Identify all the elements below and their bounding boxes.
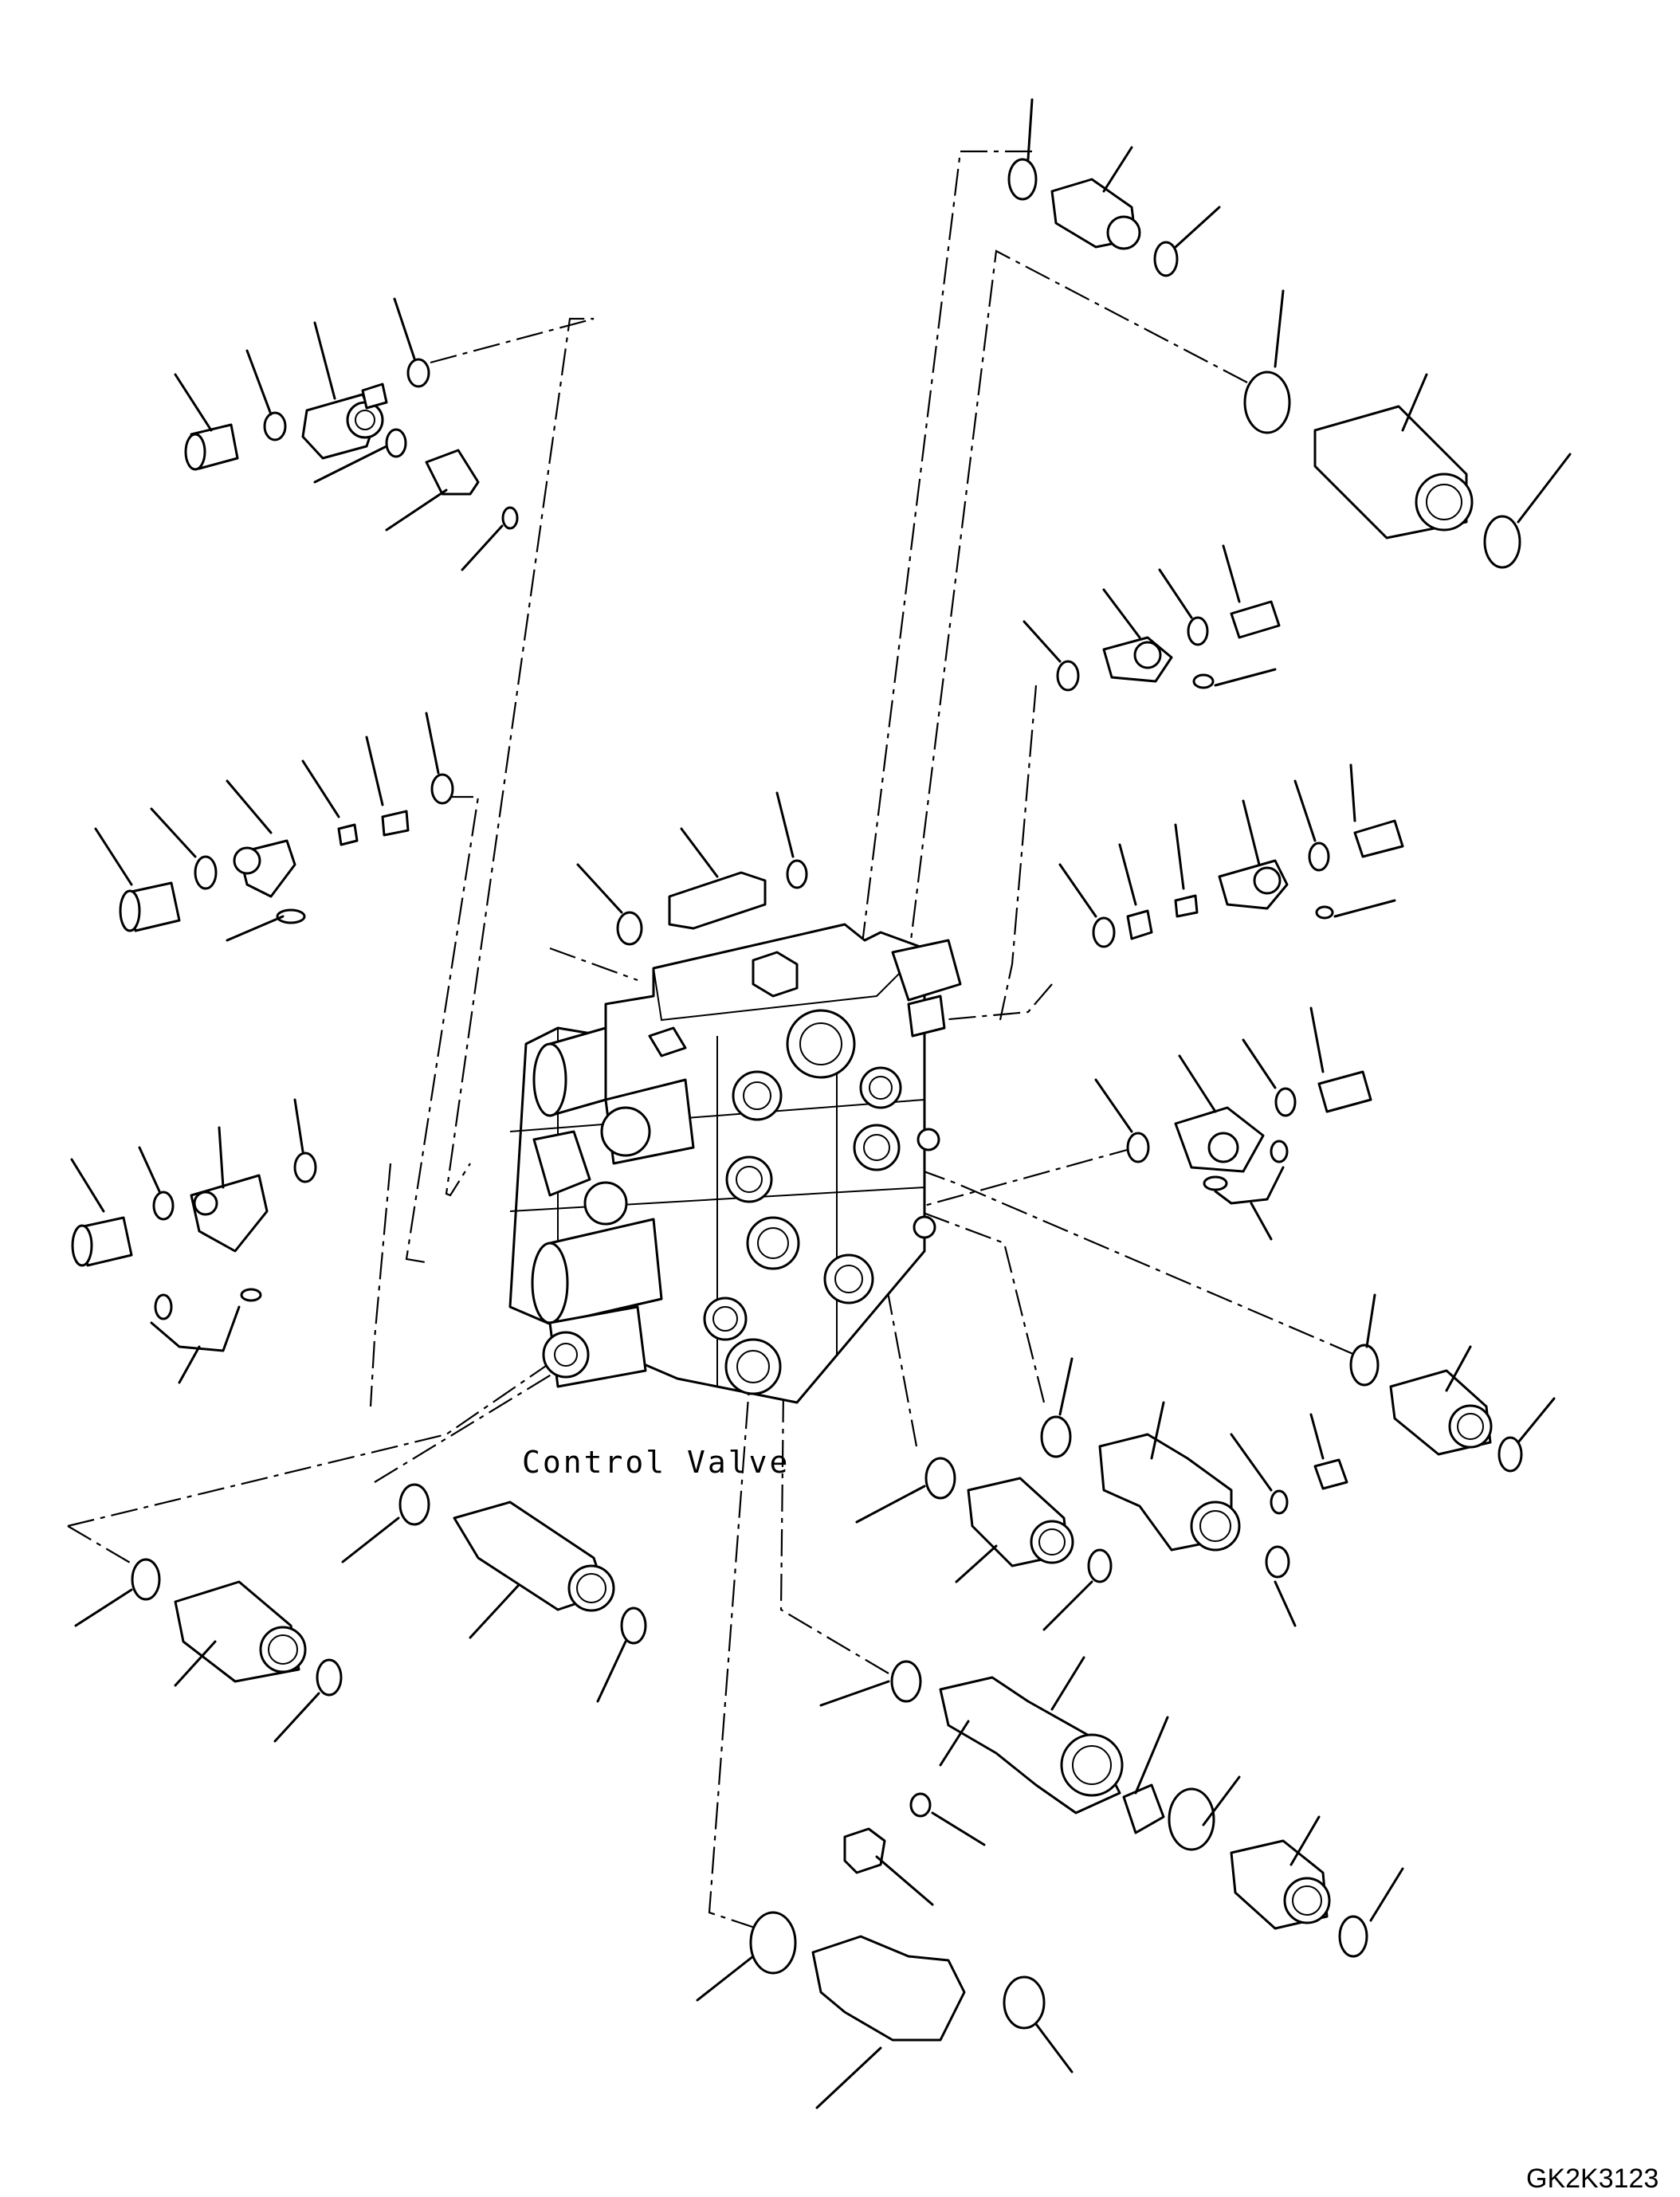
- drawing-code: GK2K3123: [1526, 2164, 1658, 2194]
- part-group-top-right: [1007, 98, 1572, 569]
- part-group-right-middle: [1058, 763, 1404, 948]
- part-group-lower-left: [70, 1098, 317, 1384]
- part-group-center-top: [576, 791, 808, 946]
- part-group-bottom-left: [74, 1483, 647, 1743]
- part-group-right-upper: [1023, 544, 1281, 692]
- part-group-right-bottom: [855, 1293, 1556, 1631]
- control-valve-body: [508, 923, 962, 1404]
- control-valve-label: Control Valve: [522, 1445, 790, 1480]
- part-group-right-lower: [1094, 1006, 1372, 1241]
- part-group-bottom: [696, 1656, 1404, 2109]
- assembly-guide-lines: [67, 150, 1356, 1930]
- part-group-top-left: [174, 297, 519, 571]
- part-group-middle-left: [94, 712, 454, 942]
